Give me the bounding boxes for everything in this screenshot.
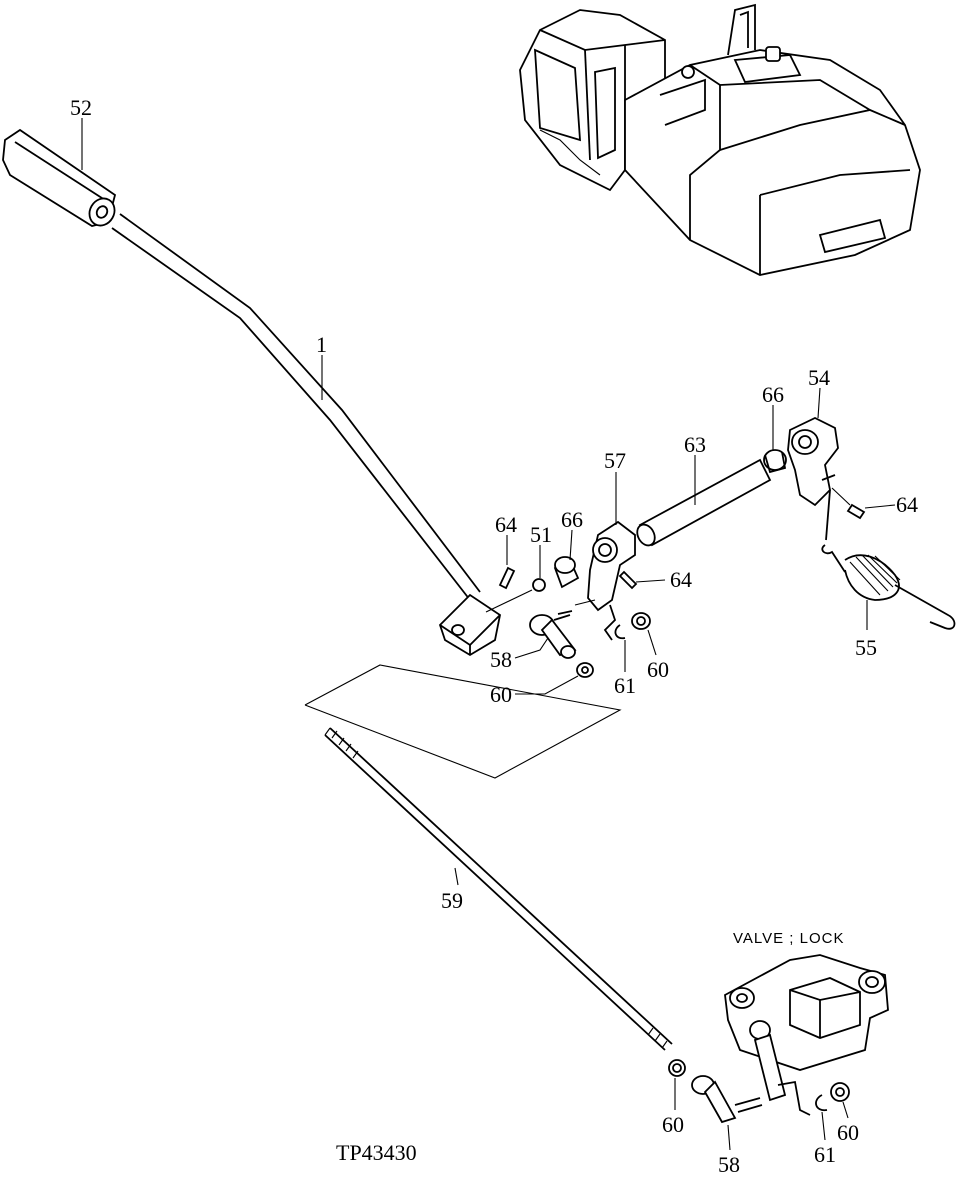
callout-57: 57 xyxy=(604,448,626,473)
nut-60-upper-left xyxy=(576,662,594,678)
callout-labels: 52 1 54 66 63 57 64 64 51 66 64 55 58 61… xyxy=(70,95,918,1177)
rod-end-58-lower xyxy=(691,1075,763,1124)
shaft-63 xyxy=(636,458,772,547)
collar-66-lower xyxy=(553,556,580,589)
arm-plate-54 xyxy=(787,416,839,541)
callout-61-upper: 61 xyxy=(614,673,636,698)
callout-58-upper: 58 xyxy=(490,647,512,672)
lever-grip-52 xyxy=(2,128,117,227)
arm-plate-57 xyxy=(587,520,636,641)
callout-60-upper-right: 60 xyxy=(647,657,669,682)
callout-64-left: 64 xyxy=(495,512,517,537)
callout-60-lower-right: 60 xyxy=(837,1120,859,1145)
callout-61-lower: 61 xyxy=(814,1142,836,1167)
snap-ring-61-upper xyxy=(614,624,626,640)
callout-59: 59 xyxy=(441,888,463,913)
callout-55: 55 xyxy=(855,635,877,660)
leader-lines xyxy=(81,118,896,1151)
rod-59 xyxy=(324,727,673,1051)
spring-55 xyxy=(821,544,956,630)
lever-rod-1 xyxy=(111,213,502,657)
drawing-code: TP43430 xyxy=(336,1140,417,1165)
nut-60-lower-left xyxy=(668,1059,686,1077)
callout-52: 52 xyxy=(70,95,92,120)
detail-inset-frame xyxy=(304,664,622,779)
pin-64-left xyxy=(498,566,516,590)
nut-60-upper-right xyxy=(631,612,651,630)
pin-64-middle xyxy=(618,570,638,590)
callout-58-lower: 58 xyxy=(718,1152,740,1177)
excavator-overview-illustration xyxy=(519,3,921,276)
nut-60-lower-right xyxy=(830,1082,850,1102)
callout-63: 63 xyxy=(684,432,706,457)
callout-60-upper-left: 60 xyxy=(490,682,512,707)
callout-54: 54 xyxy=(808,365,830,390)
pin-64-right xyxy=(846,503,866,520)
snap-ring-61-lower xyxy=(815,1094,828,1112)
callout-66-upper: 66 xyxy=(762,382,784,407)
callout-64-middle: 64 xyxy=(670,567,692,592)
rod-end-58-upper xyxy=(529,599,596,659)
valve-lock-caption: VALVE ; LOCK xyxy=(733,930,845,947)
callout-60-lower-left: 60 xyxy=(662,1112,684,1137)
washer-51 xyxy=(532,578,546,592)
callout-64-right: 64 xyxy=(896,492,918,517)
callout-51: 51 xyxy=(530,522,552,547)
callout-66-lower: 66 xyxy=(561,507,583,532)
callout-1: 1 xyxy=(316,332,327,357)
lock-valve-illustration xyxy=(724,954,889,1116)
